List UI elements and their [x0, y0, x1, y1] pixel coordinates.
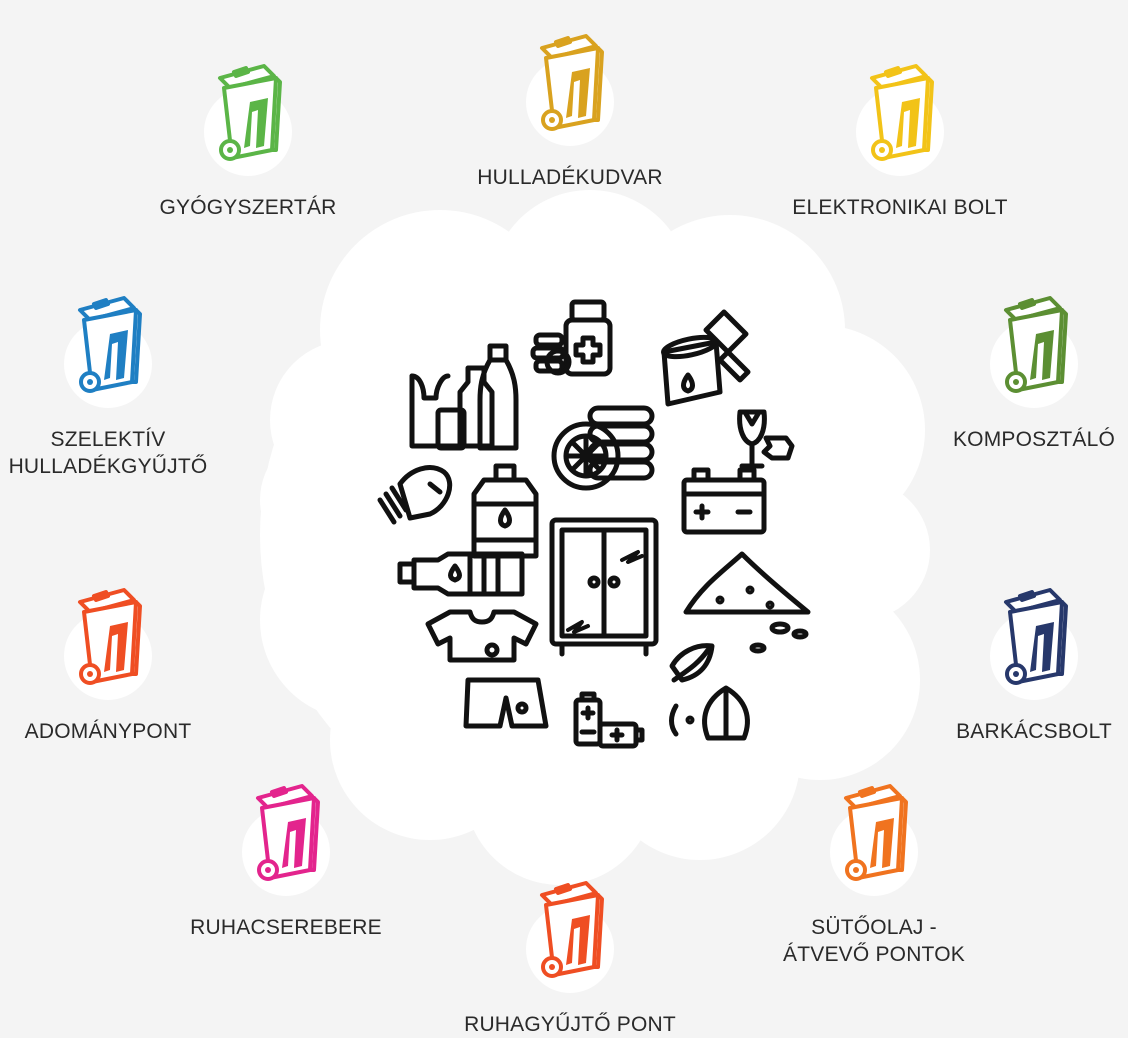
bin-disc: [856, 64, 944, 176]
batteries-icon: [573, 691, 645, 749]
collection-point-sutoolaj: SÜTŐOLAJ - ÁTVEVŐ PONTOK: [744, 784, 1004, 968]
plastic-bottles-icon: [409, 343, 519, 451]
waste-bin-icon: [78, 588, 142, 685]
collection-point-label: KOMPOSZTÁLÓ: [952, 428, 1116, 451]
collection-point-label: RUHACSEREBERE: [190, 916, 382, 939]
collection-point-label: BARKÁCSBOLT: [956, 720, 1112, 743]
paint-bucket-icon: [661, 309, 751, 407]
light-bulb-icon: [377, 465, 453, 525]
collection-point-barkacsbolt: BARKÁCSBOLT: [904, 588, 1128, 745]
leaves-icon: [669, 643, 750, 741]
bin-disc: [526, 881, 614, 993]
collection-point-szelektiv: SZELEKTÍV HULLADÉKGYŰJTŐ: [0, 296, 238, 480]
waste-bin-icon: [1004, 296, 1068, 393]
wardrobe-icon: [549, 517, 659, 657]
collection-point-label: GYÓGYSZERTÁR: [159, 196, 337, 219]
collection-point-ruhagyujto: RUHAGYŰJTŐ PONT: [440, 881, 700, 1038]
car-battery-icon: [681, 467, 767, 535]
water-jug-icon: [471, 463, 539, 559]
tires-icon: [551, 405, 655, 491]
broken-glass-icon: [737, 409, 795, 469]
bin-disc: [204, 64, 292, 176]
waste-bin-icon: [844, 784, 908, 881]
bin-disc: [990, 296, 1078, 408]
collection-point-label: ELEKTRONIKAI BOLT: [792, 196, 1008, 219]
bin-disc: [64, 296, 152, 408]
plastic-bottle-icon: [397, 551, 525, 597]
waste-bin-icon: [256, 784, 320, 881]
collection-point-label: SÜTŐOLAJ - ÁTVEVŐ PONTOK: [783, 916, 965, 966]
collection-point-label: HULLADÉKUDVAR: [477, 166, 663, 189]
clothes-icon: [425, 609, 549, 729]
collection-point-hulladekudvar: HULLADÉKUDVAR: [440, 34, 700, 191]
waste-bin-icon: [870, 64, 934, 161]
collection-point-label: RUHAGYŰJTŐ PONT: [464, 1013, 676, 1036]
bin-disc: [990, 588, 1078, 700]
collection-point-ruhacserebere: RUHACSEREBERE: [156, 784, 416, 941]
collection-point-gyogyszertar: GYÓGYSZERTÁR: [118, 64, 378, 221]
bin-disc: [526, 34, 614, 146]
waste-bin-icon: [540, 881, 604, 978]
collection-point-label: ADOMÁNYPONT: [24, 720, 192, 743]
waste-bin-icon: [218, 64, 282, 161]
collection-point-label: SZELEKTÍV HULLADÉKGYŰJTŐ: [8, 428, 208, 478]
collection-point-komposztalo: KOMPOSZTÁLÓ: [904, 296, 1128, 453]
waste-bin-icon: [1004, 588, 1068, 685]
bin-disc: [64, 588, 152, 700]
bin-disc: [830, 784, 918, 896]
medicine-bottle-icon: [530, 299, 613, 377]
collection-point-elektronikai-bolt: ELEKTRONIKAI BOLT: [770, 64, 1030, 221]
sand-pile-icon: [683, 551, 811, 654]
collection-point-adomanypont: ADOMÁNYPONT: [0, 588, 238, 745]
waste-bin-icon: [540, 34, 604, 131]
bin-disc: [242, 784, 330, 896]
waste-bin-icon: [78, 296, 142, 393]
